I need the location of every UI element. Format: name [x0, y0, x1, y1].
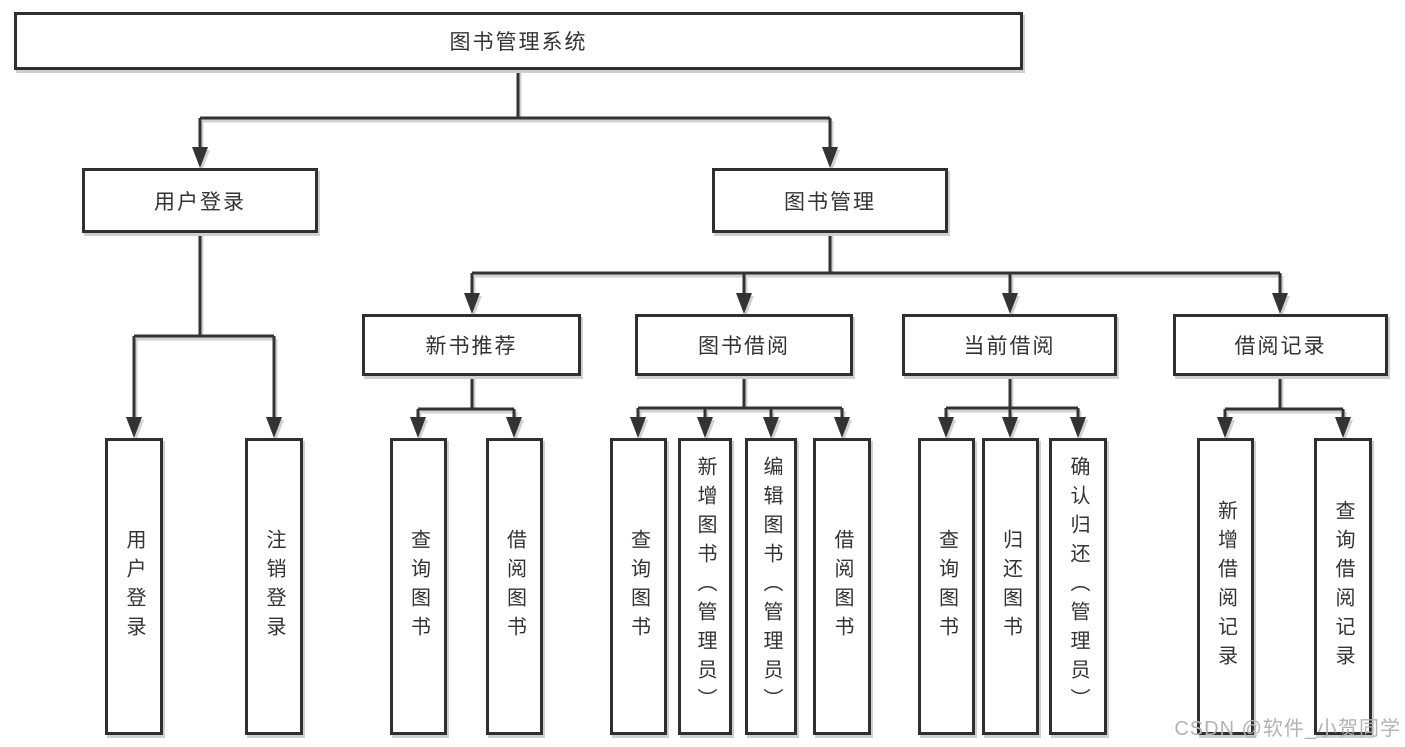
arrowhead-icon: [192, 147, 208, 168]
node-new-book-recommend: 新书推荐: [362, 314, 581, 376]
leaf-user-login: 用户登录: [105, 438, 163, 735]
arrowhead-icon: [1002, 417, 1018, 438]
node-label: 用户登录: [154, 190, 246, 214]
node-borrow-records: 借阅记录: [1173, 314, 1388, 376]
leaf-return-book: 归还图书: [982, 438, 1039, 735]
leaf-confirm-return-admin: 确认归还（管理员）: [1049, 438, 1107, 735]
leaf-query-books-recommend: 查询图书: [390, 438, 447, 735]
leaf-logout: 注销登录: [245, 438, 303, 735]
node-label: 图书借阅: [698, 335, 790, 358]
leaf-borrow-books-recommend: 借阅图书: [486, 438, 543, 735]
connector-borrow-records-children: [1223, 376, 1345, 430]
leaf-edit-book-admin: 编辑图书（管理员）: [745, 438, 797, 735]
leaf-label: 新增图书（管理员）: [694, 456, 716, 717]
leaf-label: 新增借阅记录: [1214, 499, 1237, 674]
leaf-label: 编辑图书（管理员）: [760, 456, 782, 717]
arrowhead-icon: [630, 417, 646, 438]
node-label: 借阅记录: [1234, 335, 1327, 358]
arrowhead-icon: [938, 417, 954, 438]
connector-new-book-children: [416, 376, 516, 430]
arrowhead-icon: [1002, 293, 1018, 314]
arrowhead-icon: [410, 417, 426, 438]
arrowhead-icon: [126, 417, 142, 438]
arrowhead-icon: [266, 417, 282, 438]
arrowhead-icon: [763, 417, 779, 438]
leaf-query-books-borrow: 查询图书: [610, 438, 667, 735]
node-label: 图书管理系统: [449, 31, 588, 54]
arrowhead-icon: [1070, 417, 1086, 438]
connector-book-management-children: [470, 233, 1282, 306]
arrowhead-icon: [697, 417, 713, 438]
leaf-label: 用户登录: [123, 528, 145, 645]
connector-book-borrow-children: [636, 376, 844, 430]
node-library-management-system: 图书管理系统: [14, 12, 1023, 70]
leaf-add-borrow-record: 新增借阅记录: [1197, 438, 1254, 735]
node-current-borrow: 当前借阅: [902, 314, 1117, 376]
leaf-label: 借阅图书: [831, 528, 853, 645]
arrowhead-icon: [1335, 417, 1351, 438]
arrowheads: [126, 147, 1351, 438]
leaf-label: 查询图书: [627, 528, 650, 645]
arrowhead-icon: [1272, 293, 1288, 314]
arrowhead-icon: [736, 293, 752, 314]
leaf-label: 注销登录: [263, 528, 285, 645]
node-book-borrow: 图书借阅: [635, 314, 853, 376]
node-label: 新书推荐: [425, 335, 518, 358]
arrowhead-icon: [1217, 417, 1233, 438]
leaf-query-borrow-record: 查询借阅记录: [1314, 438, 1372, 735]
leaf-label: 确认归还（管理员）: [1067, 456, 1089, 717]
arrowhead-icon: [834, 417, 850, 438]
connector-root-to-level1: [198, 70, 832, 160]
node-user-login: 用户登录: [82, 168, 318, 233]
leaf-label: 查询借阅记录: [1332, 499, 1354, 674]
leaf-query-books-current: 查询图书: [918, 438, 975, 735]
arrowhead-icon: [822, 147, 838, 168]
csdn-watermark: CSDN @软件_小贺同学: [1174, 718, 1401, 740]
arrowhead-icon: [464, 293, 480, 314]
leaf-label: 查询图书: [935, 528, 958, 645]
leaf-add-book-admin: 新增图书（管理员）: [678, 438, 732, 735]
leaf-borrow-books: 借阅图书: [813, 438, 871, 735]
leaf-label: 归还图书: [999, 528, 1022, 645]
node-label: 图书管理: [784, 190, 876, 214]
connector-user-login-children: [132, 233, 276, 430]
arrowhead-icon: [506, 417, 522, 438]
leaf-label: 借阅图书: [503, 528, 526, 645]
node-label: 当前借阅: [963, 335, 1056, 358]
leaf-label: 查询图书: [407, 528, 430, 645]
node-book-management: 图书管理: [712, 168, 948, 233]
